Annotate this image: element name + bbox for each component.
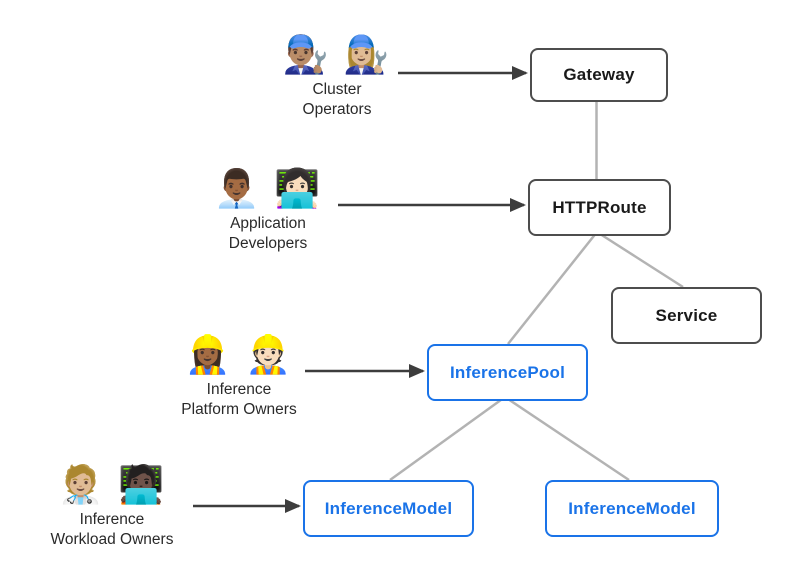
- persona-inference-platform-owners: 👷🏾‍♀️ 👷🏻 Inference Platform Owners: [139, 334, 339, 419]
- persona-emoji-row: 👨🏽‍🔧 👩🏼‍🔧: [283, 34, 391, 75]
- edge-inferencepool-inferencemodel-left: [389, 395, 506, 482]
- inferencepool-node-label: InferencePool: [449, 362, 566, 382]
- woman-technologist-emoji: 👩🏻‍💻: [274, 168, 323, 209]
- persona-label: Application Developers: [229, 214, 307, 252]
- persona-label-line1: Inference: [206, 381, 272, 399]
- persona-label-line2: Developers: [228, 234, 308, 252]
- persona-label: Inference Platform Owners: [181, 380, 296, 418]
- persona-label: Inference Workload Owners: [51, 510, 174, 548]
- persona-label-line2: Operators: [302, 100, 372, 118]
- persona-emoji-row: 👨🏾‍💼 👩🏻‍💻: [214, 168, 322, 209]
- persona-label: Cluster Operators: [303, 80, 372, 118]
- technologist-emoji: 🧑🏿‍💻: [118, 464, 167, 505]
- persona-emoji-row: 👷🏾‍♀️ 👷🏻: [185, 334, 293, 375]
- man-construction-worker-emoji: 👷🏻: [245, 334, 294, 375]
- persona-label-line1: Application: [230, 215, 306, 233]
- persona-label-line1: Cluster: [312, 81, 362, 99]
- edge-inferencepool-inferencemodel-right: [504, 395, 630, 482]
- persona-label-line2: Platform Owners: [181, 400, 297, 418]
- service-node-label: Service: [655, 305, 718, 325]
- health-worker-emoji: 🧑🏼‍⚕️: [57, 464, 106, 505]
- gateway-node-label: Gateway: [563, 65, 635, 84]
- edge-httproute-service: [596, 230, 684, 289]
- edge-httproute-inferencepool: [507, 231, 598, 345]
- inferencepool-node: InferencePool: [427, 344, 588, 401]
- persona-emoji-row: 🧑🏼‍⚕️ 🧑🏿‍💻: [58, 464, 166, 505]
- httproute-node: HTTPRoute: [528, 179, 671, 236]
- inferencemodel-right-node-label: InferenceModel: [568, 498, 696, 518]
- httproute-node-label: HTTPRoute: [552, 197, 647, 217]
- persona-cluster-operators: 👨🏽‍🔧 👩🏼‍🔧 Cluster Operators: [257, 34, 417, 119]
- woman-mechanic-emoji: 👩🏼‍🔧: [343, 34, 392, 75]
- persona-inference-workload-owners: 🧑🏼‍⚕️ 🧑🏿‍💻 Inference Workload Owners: [7, 464, 217, 549]
- gateway-node: Gateway: [530, 48, 668, 102]
- persona-label-line1: Inference: [79, 511, 145, 529]
- man-mechanic-emoji: 👨🏽‍🔧: [282, 34, 331, 75]
- persona-application-developers: 👨🏾‍💼 👩🏻‍💻 Application Developers: [188, 168, 348, 253]
- inferencemodel-left-node: InferenceModel: [303, 480, 474, 537]
- woman-construction-worker-emoji: 👷🏾‍♀️: [184, 334, 233, 375]
- service-node: Service: [611, 287, 762, 344]
- inferencemodel-left-node-label: InferenceModel: [324, 498, 453, 518]
- man-office-worker-emoji: 👨🏾‍💼: [213, 168, 262, 209]
- inferencemodel-right-node: InferenceModel: [545, 480, 719, 537]
- persona-label-line2: Workload Owners: [50, 530, 174, 548]
